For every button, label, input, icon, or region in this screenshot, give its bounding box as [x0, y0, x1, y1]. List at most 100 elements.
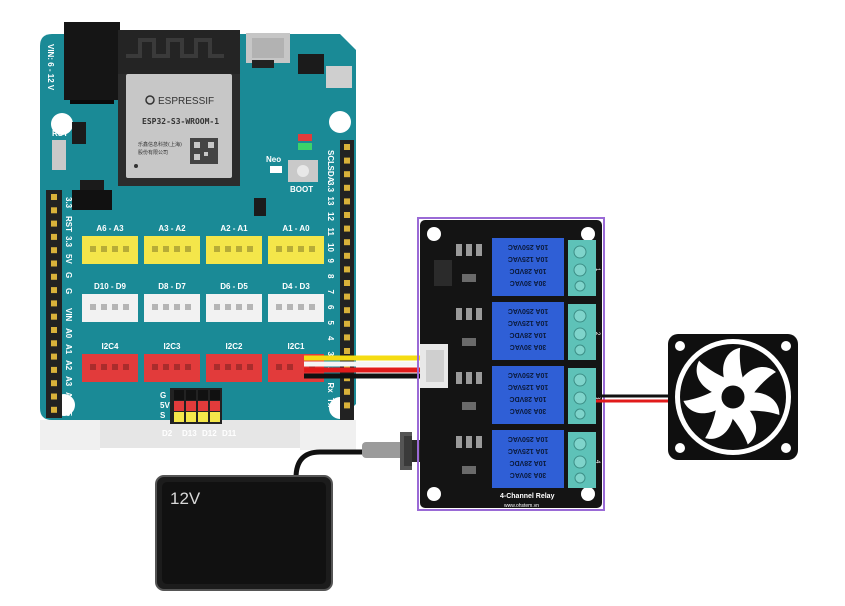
- pin-col-label: D11: [222, 429, 237, 438]
- right-header-label: 11: [326, 228, 335, 237]
- i2c-port[interactable]: [144, 354, 200, 382]
- analog-port[interactable]: [144, 236, 200, 264]
- pin-header-cell: [198, 401, 208, 411]
- pin-col-label: D13: [182, 429, 197, 438]
- relay-title: 4-Channel Relay: [500, 493, 555, 500]
- left-header-label: G: [64, 272, 73, 278]
- i2c-port-label: I2C3: [164, 342, 181, 351]
- left-header-label: A1: [64, 344, 73, 355]
- right-header-label: 13: [326, 197, 335, 206]
- vin-label: VIN: 6 - 12 V: [46, 44, 55, 91]
- pin-header-cell: [186, 412, 196, 422]
- right-header-label: 9: [326, 259, 335, 264]
- pin-row-label: G: [160, 391, 166, 400]
- adapter-label: 12V: [170, 489, 201, 508]
- i2c-port[interactable]: [82, 354, 138, 382]
- header-pin: [51, 194, 57, 200]
- header-pin: [344, 171, 350, 178]
- pin-col-label: D12: [202, 429, 217, 438]
- power-adapter-12v[interactable]: 12V: [155, 449, 400, 591]
- header-pin: [344, 212, 350, 218]
- pin-header-cell: [186, 401, 196, 411]
- relay-rating: 10A 28VDC: [509, 267, 546, 274]
- relay-rating: 30A 30VAC: [510, 471, 547, 478]
- esp32-board[interactable]: RST VIN: 6 - 12 V ESPRESSIF ESP32-S3-WRO…: [40, 22, 356, 450]
- right-header-label: Tx: [326, 398, 335, 408]
- i2c-port-label: I2C4: [102, 342, 119, 351]
- header-pin: [344, 293, 350, 300]
- left-header-label: 5V: [64, 254, 73, 264]
- qr-code-icon: [190, 138, 218, 164]
- relay-rating: 30A 30VAC: [510, 407, 547, 414]
- header-pin: [51, 380, 57, 387]
- rst-button[interactable]: [52, 140, 66, 170]
- analog-port[interactable]: [82, 236, 138, 264]
- digital-port-label: D8 - D7: [158, 282, 186, 291]
- header-pin: [51, 313, 57, 320]
- header-pin: [344, 348, 350, 354]
- header-pin: [51, 207, 57, 214]
- selection-outline: [417, 217, 605, 511]
- digital-port[interactable]: [82, 294, 138, 322]
- relay-rating: 10A 125VAC: [508, 319, 548, 326]
- relay-rating: 10A 28VDC: [509, 395, 546, 402]
- header-pin: [344, 144, 350, 150]
- left-header-label: 3.3: [64, 197, 73, 209]
- digital-port[interactable]: [268, 294, 324, 322]
- mount-hole: [51, 113, 73, 135]
- analog-port-label: A1 - A0: [282, 224, 310, 233]
- header-pin: [51, 366, 57, 373]
- pin-row-label: 5V: [160, 401, 170, 410]
- header-pin: [51, 287, 57, 294]
- i2c-port-label: I2C1: [288, 342, 305, 351]
- analog-port[interactable]: [268, 236, 324, 264]
- header-pin: [344, 402, 350, 409]
- analog-port-label: A3 - A2: [158, 224, 186, 233]
- header-pin: [344, 157, 350, 164]
- relay-coil: [492, 366, 564, 424]
- pin-header-cell: [174, 401, 184, 411]
- right-header-label: SDA: [326, 166, 335, 183]
- digital-port[interactable]: [206, 294, 262, 322]
- signal-cable: [296, 354, 422, 380]
- header-pin: [51, 393, 57, 400]
- relay-rating: 30A 30VAC: [510, 343, 547, 350]
- right-header-label: 10: [326, 243, 335, 252]
- relay-rating: 10A 28VDC: [509, 331, 546, 338]
- pin-header-cell: [186, 390, 196, 400]
- pin-header-cell: [174, 412, 184, 422]
- header-pin: [344, 184, 350, 191]
- analog-port-label: A6 - A3: [96, 224, 124, 233]
- analog-port-label: A2 - A1: [220, 224, 248, 233]
- rst-label: RST: [52, 129, 68, 138]
- cooling-fan[interactable]: [668, 334, 798, 460]
- analog-port[interactable]: [206, 236, 262, 264]
- relay-channel-number: 2: [594, 332, 600, 336]
- header-pin: [344, 239, 350, 246]
- relay-channel-number: 4: [594, 460, 600, 464]
- left-header-label: A2: [64, 360, 73, 371]
- left-header-label: A3: [64, 376, 73, 387]
- pin-header-cell: [198, 390, 208, 400]
- dc-barrel-jack: [64, 22, 120, 100]
- header-pin: [344, 225, 350, 232]
- relay-url: www.ohstem.vn: [504, 503, 539, 509]
- header-pin: [344, 388, 350, 395]
- relay-rating: 10A 250VAC: [508, 243, 548, 250]
- i2c-port[interactable]: [206, 354, 262, 382]
- right-header-label: 7: [326, 290, 335, 295]
- relay-coil: [492, 238, 564, 296]
- left-header-label: G: [64, 288, 73, 294]
- neo-label: Neo: [266, 155, 281, 164]
- header-pin: [344, 334, 350, 341]
- header-pin: [51, 300, 57, 307]
- header-pin: [51, 260, 57, 267]
- right-header-label: 12: [326, 212, 335, 221]
- digital-port[interactable]: [144, 294, 200, 322]
